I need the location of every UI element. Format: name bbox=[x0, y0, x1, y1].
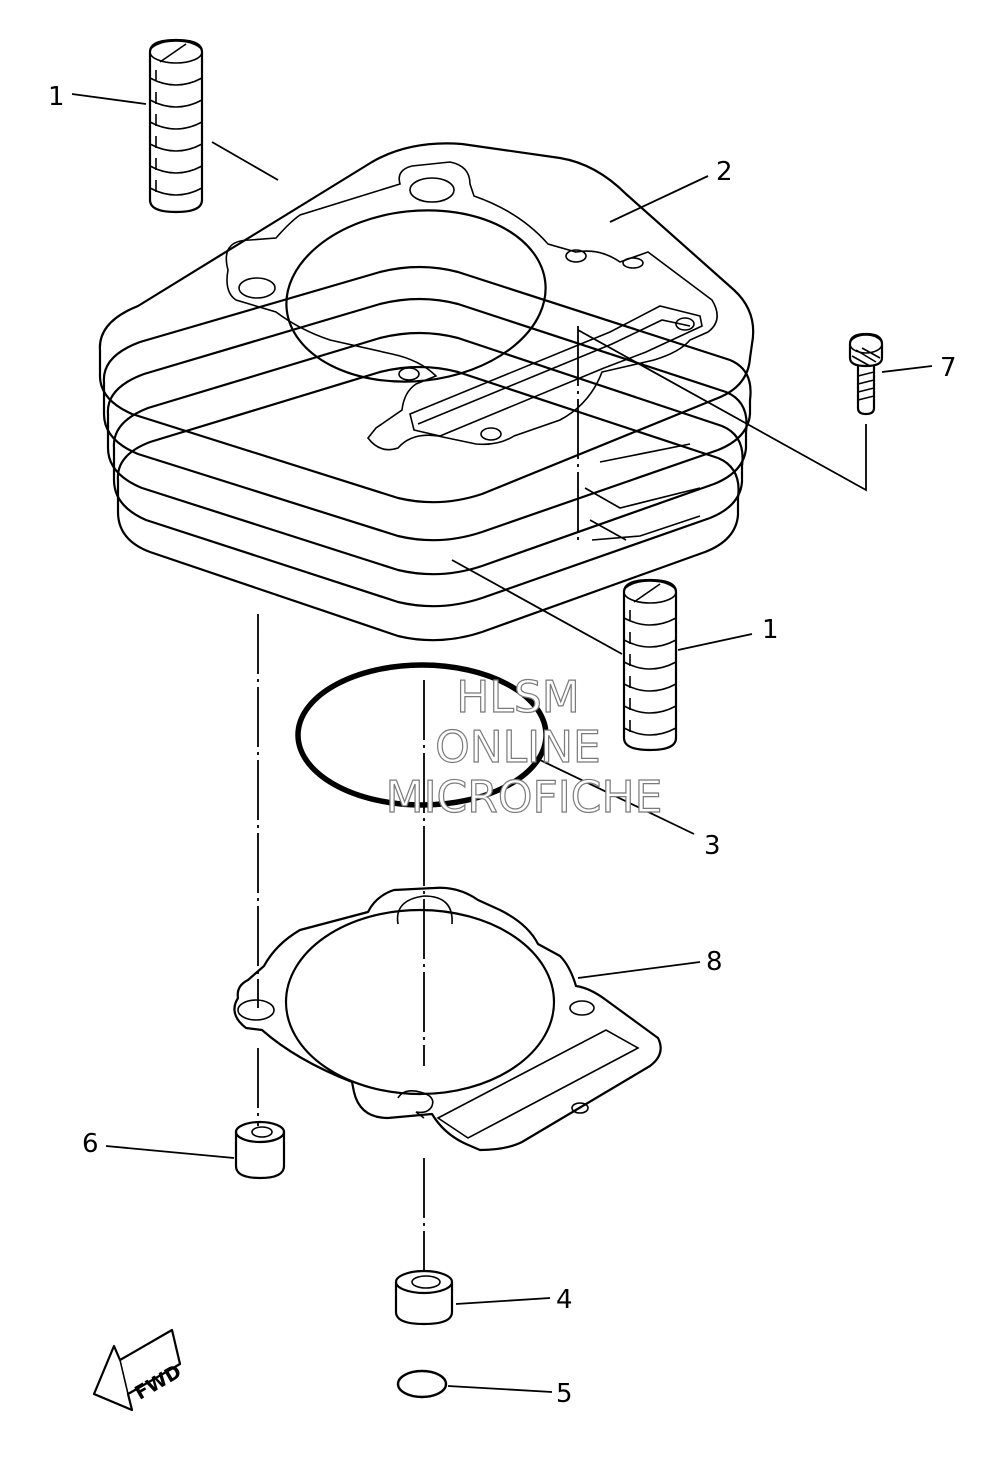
cylinder-part[interactable] bbox=[98, 142, 755, 642]
watermark-line-2: ONLINE bbox=[435, 722, 601, 773]
watermark-line-1: HLSM bbox=[456, 672, 580, 723]
dowel-pin-middle[interactable] bbox=[622, 578, 678, 752]
cylinder-side-detail bbox=[584, 443, 701, 541]
dowel-small[interactable] bbox=[234, 1120, 286, 1180]
callout-7: 7 bbox=[940, 353, 957, 383]
cylinder-bolt-hole-rear bbox=[398, 367, 420, 381]
callout-4: 4 bbox=[556, 1285, 573, 1315]
callout-5: 5 bbox=[556, 1379, 573, 1409]
dowel-pin-top[interactable] bbox=[148, 38, 204, 214]
callout-1-top: 1 bbox=[48, 82, 65, 112]
cylinder-bolt-hole-far bbox=[675, 317, 695, 331]
cylinder-bolt-hole-corner bbox=[622, 257, 644, 269]
forward-arrow-label: FWD bbox=[131, 1361, 185, 1405]
bolt-part[interactable] bbox=[848, 332, 884, 416]
cylinder-bolt-hole-right bbox=[565, 249, 587, 263]
leader-lines bbox=[71, 93, 933, 1393]
cylinder-fin-4 bbox=[112, 331, 744, 608]
cylinder-fin-5 bbox=[116, 365, 740, 642]
cylinder-bolt-hole-front bbox=[409, 177, 455, 203]
callout-2: 2 bbox=[716, 157, 733, 187]
cylinder-bolt-hole-left bbox=[238, 277, 276, 299]
cylinder-top-deck bbox=[98, 142, 755, 504]
base-gasket-part[interactable] bbox=[233, 886, 662, 1152]
callout-8: 8 bbox=[706, 947, 723, 977]
dowel-bottom[interactable] bbox=[394, 1269, 454, 1326]
watermark: HLSM ONLINE MICROFICHE bbox=[385, 671, 663, 823]
cylinder-deck-gasket-outline bbox=[225, 161, 718, 451]
cylinder-exhaust-port bbox=[409, 305, 703, 437]
callout-3: 3 bbox=[704, 831, 721, 861]
watermark-line-3: MICROFICHE bbox=[386, 772, 663, 823]
o-ring-large[interactable] bbox=[295, 662, 549, 808]
assembly-centerlines bbox=[257, 326, 867, 1272]
cylinder-fin-2 bbox=[102, 265, 752, 542]
forward-arrow-icon: FWD bbox=[92, 1328, 185, 1412]
cylinder-bore bbox=[285, 209, 547, 383]
cylinder-fin-3 bbox=[106, 297, 748, 576]
callout-6: 6 bbox=[82, 1129, 99, 1159]
o-ring-small[interactable] bbox=[396, 1369, 448, 1399]
callout-1-middle: 1 bbox=[762, 615, 779, 645]
cylinder-bolt-hole-back bbox=[480, 427, 502, 441]
